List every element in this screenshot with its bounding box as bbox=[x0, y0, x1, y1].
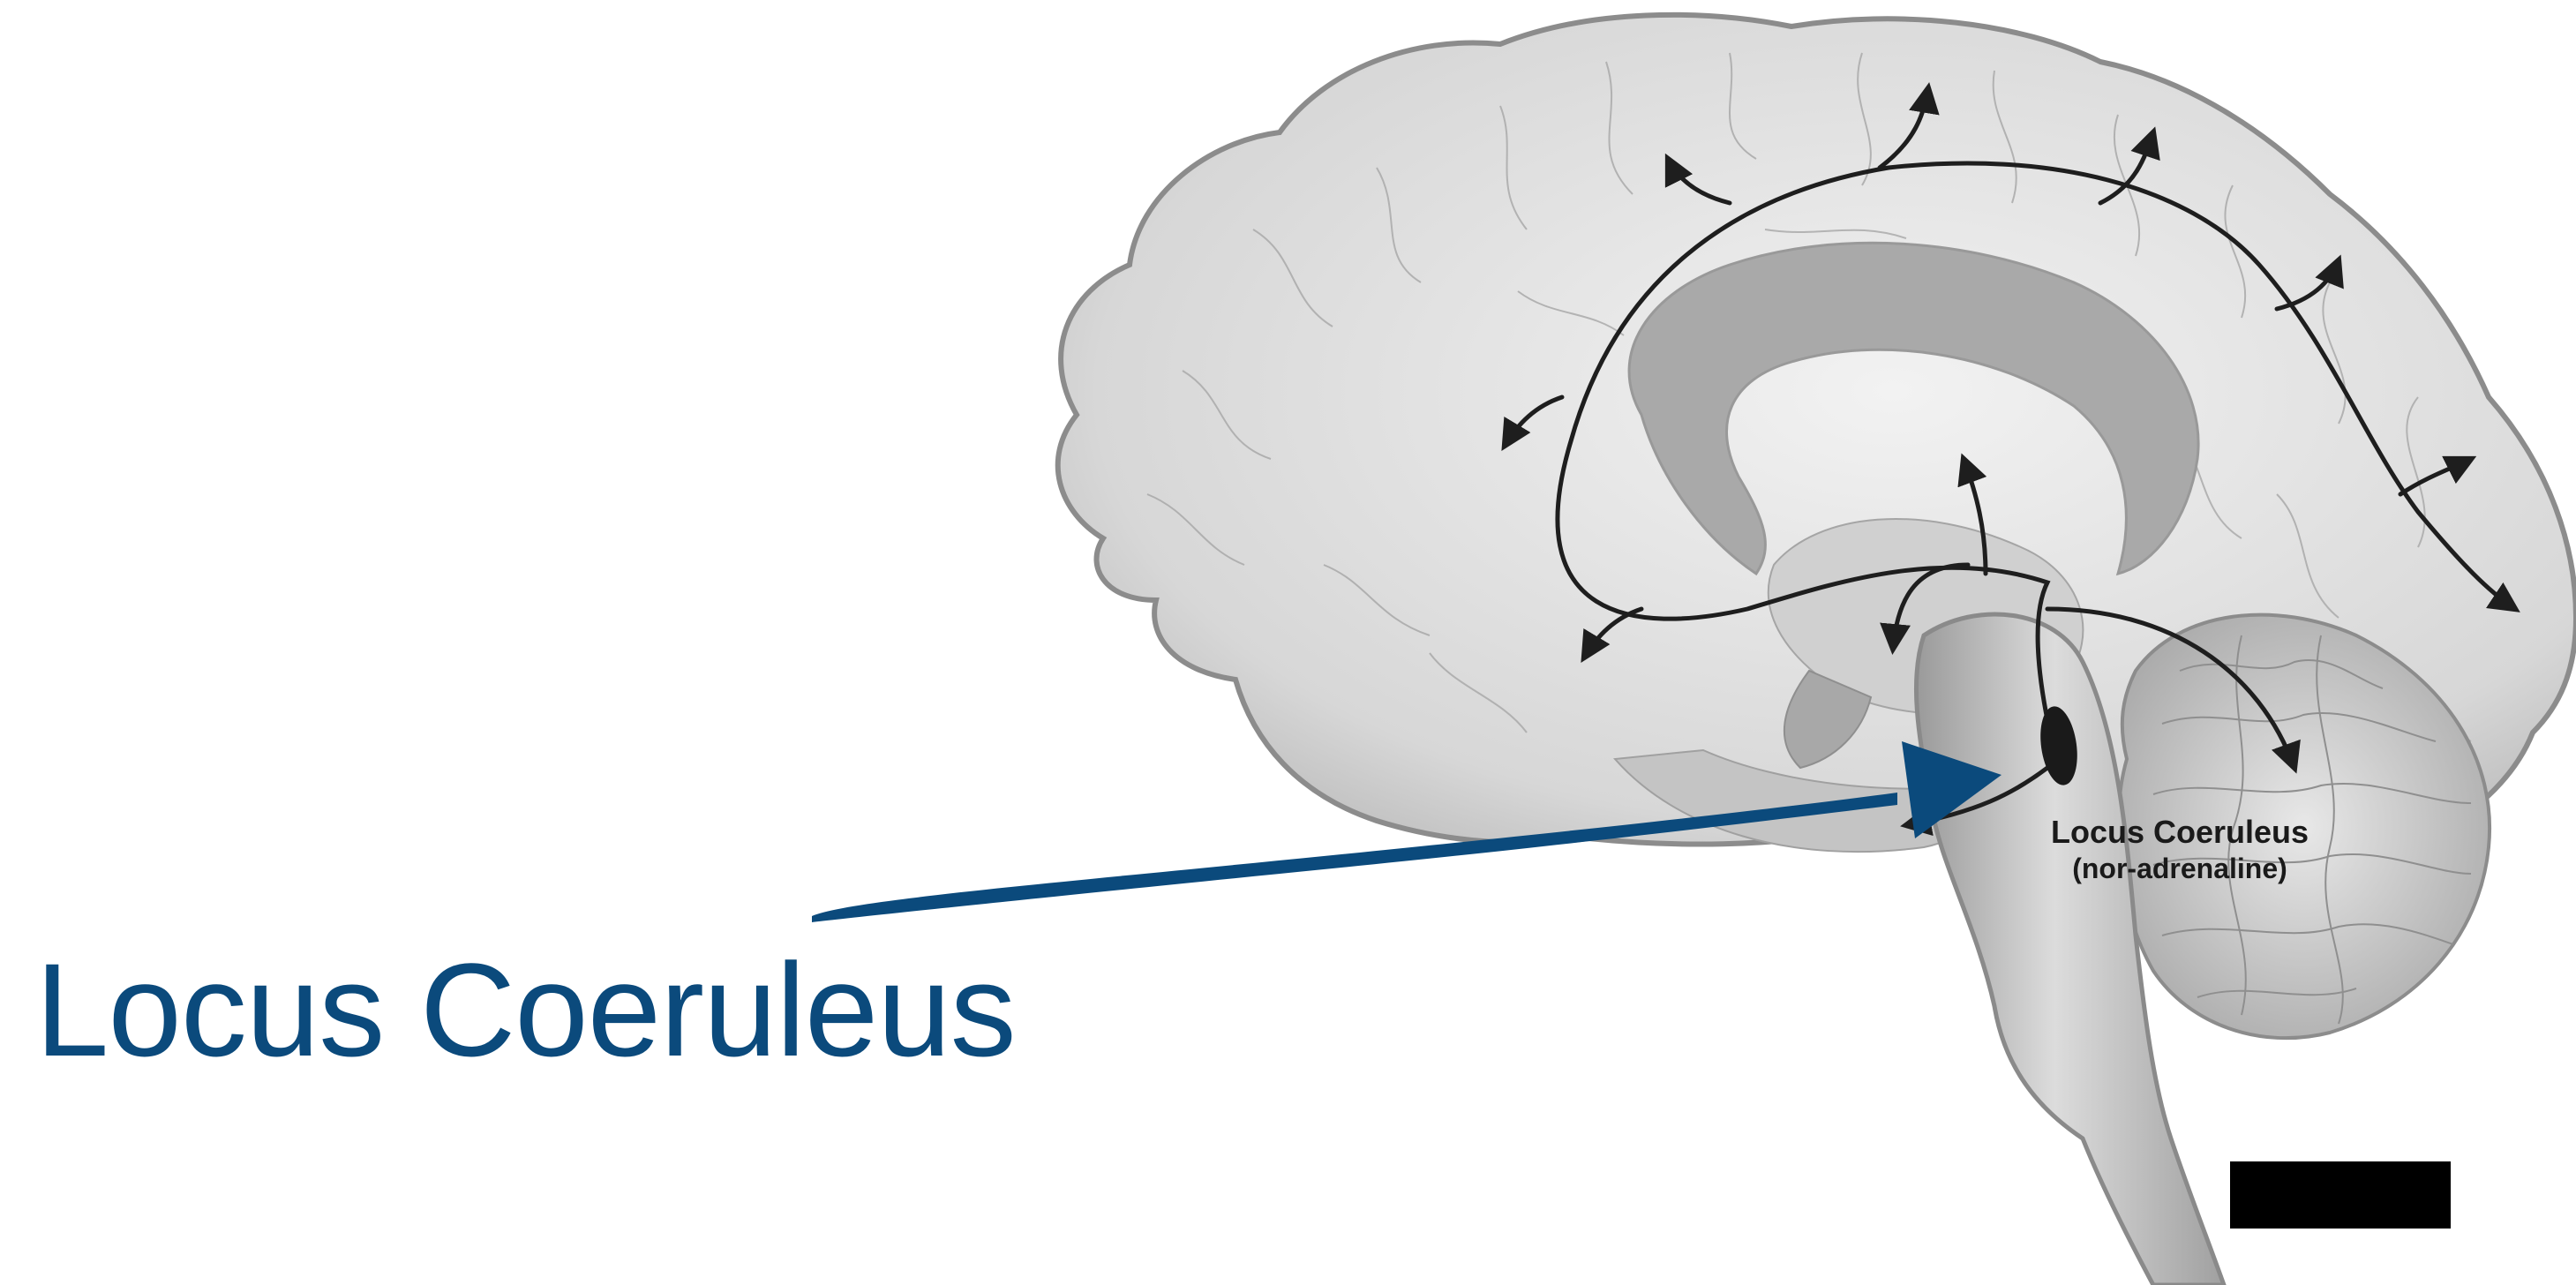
diagram-label-name: Locus Coeruleus bbox=[2051, 814, 2309, 850]
redaction-bar bbox=[2230, 1161, 2451, 1229]
diagram-label-transmitter: (nor-adrenaline) bbox=[2072, 853, 2287, 884]
slide-title: Locus Coeruleus bbox=[35, 934, 1016, 1086]
